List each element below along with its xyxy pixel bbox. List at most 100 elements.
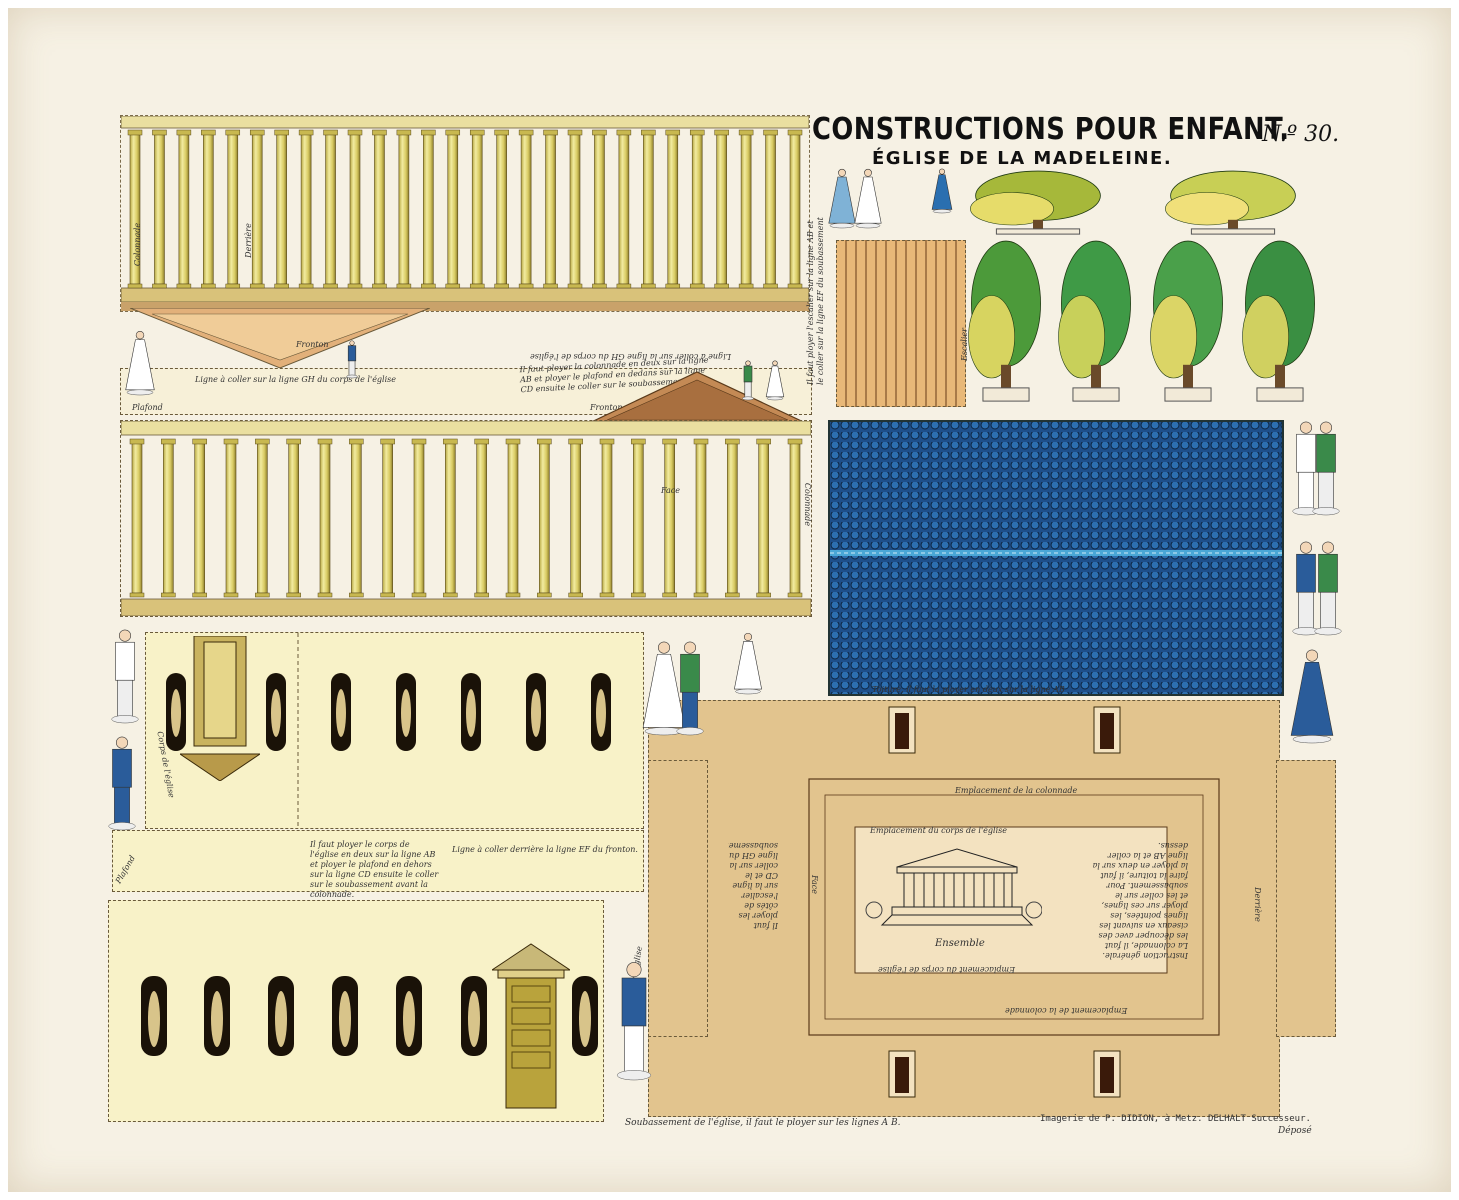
column-capital <box>518 129 534 136</box>
figure <box>1290 649 1334 744</box>
church-body-lower-drawing <box>141 976 598 1056</box>
base-window-opening <box>1100 1057 1114 1093</box>
tree <box>1165 170 1296 235</box>
column-capital <box>129 438 145 445</box>
column-capital <box>714 129 729 136</box>
column-capital <box>380 438 395 445</box>
column-base <box>443 592 458 598</box>
tree <box>1058 240 1131 402</box>
column-capital <box>411 438 427 445</box>
column-capital <box>286 438 301 445</box>
column-capital <box>543 129 558 136</box>
column-capital <box>274 129 289 136</box>
column-capital <box>631 438 646 445</box>
roof-tiles <box>830 422 1282 694</box>
column-base <box>725 592 740 598</box>
ceiling-upper <box>112 830 644 892</box>
column-base <box>474 592 489 598</box>
label-ligne-gh: Ligne à coller sur la ligne GH du corps … <box>195 375 396 384</box>
base-window-opening <box>895 1057 909 1093</box>
roof-piece <box>828 420 1284 696</box>
statue <box>468 991 480 1047</box>
front-pediment <box>585 371 810 425</box>
label-emplacement-colonnade: Emplacement de la colonnade <box>955 786 1078 795</box>
column-base <box>714 283 729 289</box>
tree <box>1242 240 1315 402</box>
column-capital <box>738 129 754 136</box>
ensemble-temple <box>865 848 1042 926</box>
label-ligne-fronton: Ligne à coller derrière la ligne EF du f… <box>452 845 638 854</box>
column-base <box>662 592 677 598</box>
figure <box>1312 421 1340 516</box>
column-capital <box>725 438 740 445</box>
column-base <box>127 283 143 289</box>
sheet-title: CONSTRUCTIONS POUR ENFANT. <box>812 112 1290 147</box>
figure <box>854 168 882 229</box>
figure <box>1314 541 1342 636</box>
statue <box>596 689 606 737</box>
column-base <box>129 592 145 598</box>
stairs-piece <box>836 240 966 407</box>
base-window-opening <box>1100 713 1114 749</box>
column-capital <box>443 438 458 445</box>
column-capital <box>298 129 314 136</box>
column-capital <box>225 129 241 136</box>
figure <box>642 641 686 736</box>
column-base <box>445 283 461 289</box>
column-base <box>223 592 239 598</box>
statue <box>148 991 160 1047</box>
column-base <box>665 283 681 289</box>
label-ensemble: Ensemble <box>935 938 985 949</box>
column-base <box>317 592 333 598</box>
column-base <box>567 283 583 289</box>
column-base <box>298 283 314 289</box>
statue <box>579 991 591 1047</box>
column-capital <box>787 129 803 136</box>
column-base <box>201 283 216 289</box>
column-base <box>469 283 485 289</box>
column-base <box>592 283 607 289</box>
column-capital <box>616 129 632 136</box>
column-base <box>286 592 301 598</box>
column-capital <box>192 438 207 445</box>
label-toiture: Toiture, il faut la ployer en deux sur l… <box>872 685 1065 694</box>
column-base <box>631 592 646 598</box>
figure <box>765 360 785 401</box>
column-capital <box>445 129 461 136</box>
column-base <box>616 283 632 289</box>
column-base <box>641 283 656 289</box>
column-base <box>568 592 583 598</box>
column-capital <box>176 129 192 136</box>
column-capital <box>223 438 239 445</box>
church-body-lower <box>108 900 604 1122</box>
figure <box>346 340 358 379</box>
statue <box>531 689 541 737</box>
figure <box>111 629 139 724</box>
figure <box>1292 421 1320 516</box>
rear-pediment-piece <box>130 308 430 369</box>
figure <box>616 962 652 1081</box>
base-side-right <box>1276 760 1336 1037</box>
column-base <box>372 283 387 289</box>
column-capital <box>599 438 615 445</box>
imprint: Imagerie de P. DIDION, à Metz. DELHALT S… <box>1040 1114 1311 1124</box>
figure <box>1292 541 1320 636</box>
column-base <box>323 283 338 289</box>
column-capital <box>347 129 363 136</box>
column-capital <box>763 129 778 136</box>
church-body-upper-drawing <box>166 633 611 828</box>
figure <box>108 736 136 831</box>
column-capital <box>505 438 521 445</box>
statue <box>401 689 411 737</box>
statue <box>271 689 281 737</box>
column-capital <box>127 129 143 136</box>
column-capital <box>255 438 270 445</box>
column-capital <box>474 438 489 445</box>
statue <box>211 991 223 1047</box>
column-base <box>787 592 803 598</box>
statue <box>466 689 476 737</box>
column-base <box>274 283 289 289</box>
column-capital <box>787 438 803 445</box>
base-window-opening <box>895 713 909 749</box>
column-capital <box>756 438 771 445</box>
